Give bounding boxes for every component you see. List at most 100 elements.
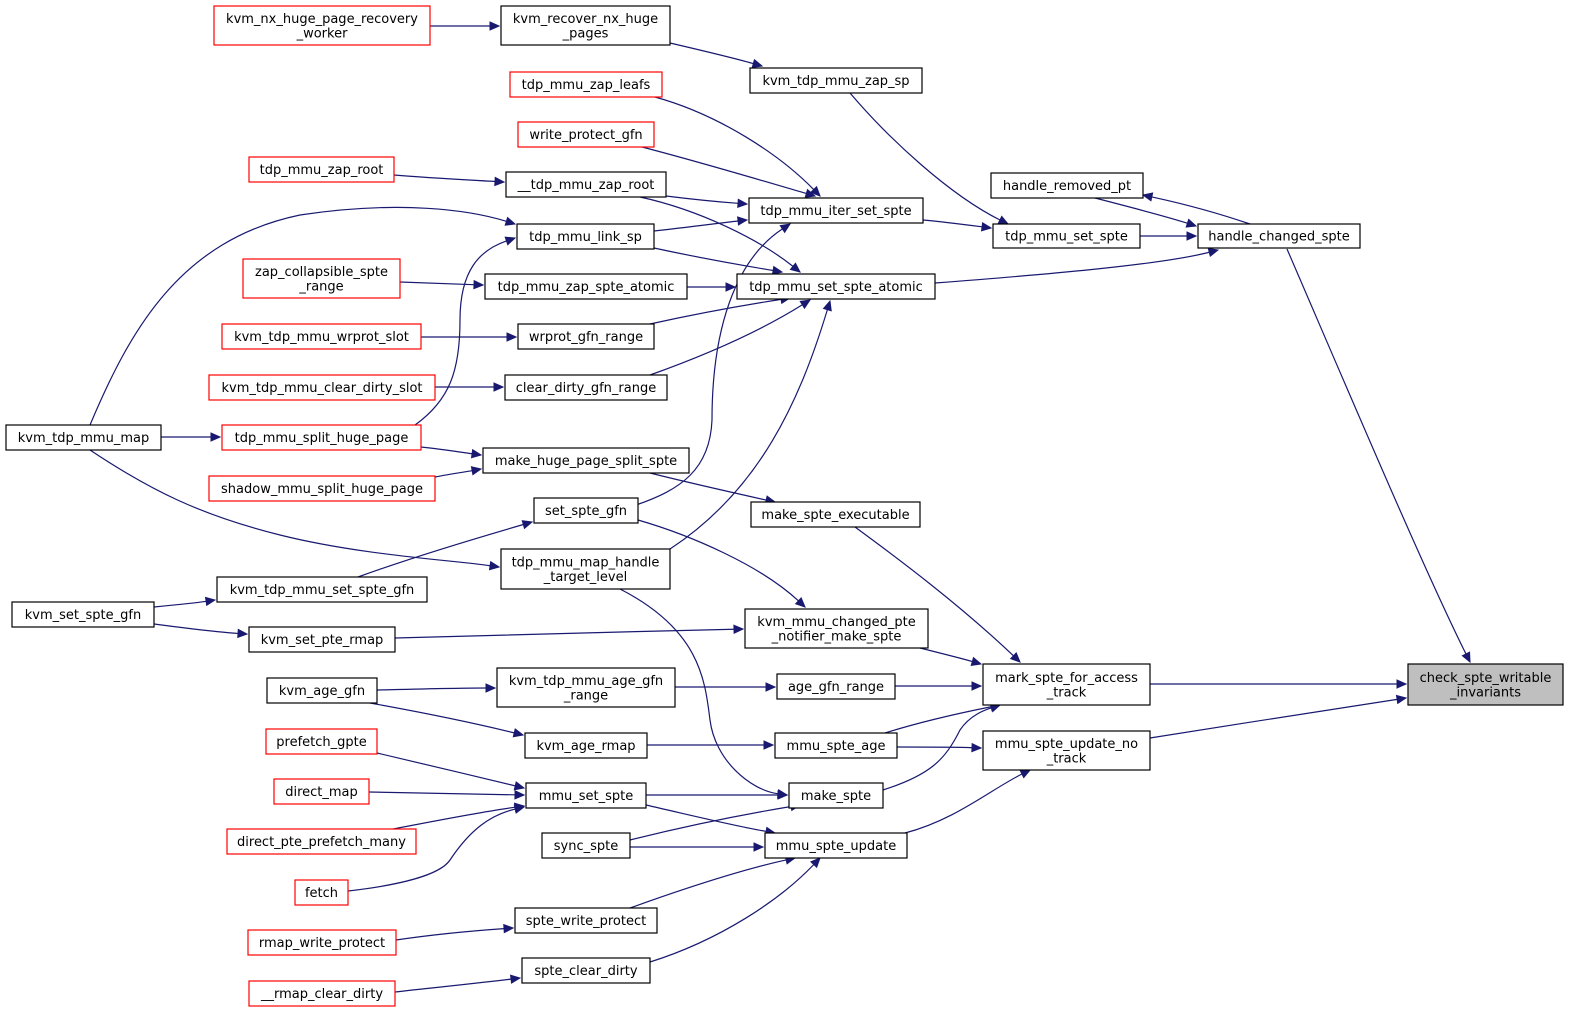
function-node-kvm-tdp-mmu-zap-sp[interactable]: kvm_tdp_mmu_zap_sp <box>749 67 923 94</box>
function-node-handle-changed-spte[interactable]: handle_changed_spte <box>1197 223 1361 249</box>
node-box <box>216 576 428 603</box>
function-node-clear-dirty-gfn-range[interactable]: clear_dirty_gfn_range <box>504 374 668 401</box>
arrowhead-icon <box>513 781 526 791</box>
edge-tdp_mmu_link_sp-to-tdp_mmu_set_spte_atomic <box>653 247 784 276</box>
node-box <box>990 172 1144 199</box>
edge-line <box>89 449 491 567</box>
function-node-direct-pte-prefetch-many[interactable]: direct_pte_prefetch_many <box>226 828 417 855</box>
edge-tdp_mmu_map_handle_target_level-to-tdp_mmu_set_spte_atomic <box>669 299 832 550</box>
node-label-line: kvm_tdp_mmu_age_gfn <box>509 674 663 689</box>
arrowhead-icon <box>753 842 765 852</box>
function-node-tdp-mmu-zap-leafs[interactable]: tdp_mmu_zap_leafs <box>509 71 663 98</box>
edge-kvm_tdp_mmu_map-to-tdp_mmu_split_huge_page <box>161 432 222 442</box>
function-node---rmap-clear-dirty[interactable]: __rmap_clear_dirty <box>248 980 396 1007</box>
function-node-handle-removed-pt[interactable]: handle_removed_pt <box>990 172 1144 199</box>
function-node-kvm-tdp-mmu-clear-dirty-slot[interactable]: kvm_tdp_mmu_clear_dirty_slot <box>208 374 436 401</box>
edge-clear_dirty_gfn_range-to-tdp_mmu_set_spte_atomic <box>649 299 812 376</box>
function-node-mmu-spte-age[interactable]: mmu_spte_age <box>774 732 898 759</box>
node-label-line: _pages <box>562 26 609 41</box>
node-box <box>514 907 658 934</box>
function-node-kvm-tdp-mmu-wrprot-slot[interactable]: kvm_tdp_mmu_wrprot_slot <box>221 323 422 350</box>
function-node-mmu-set-spte[interactable]: mmu_set_spte <box>525 782 647 809</box>
node-label-line: check_spte_writable <box>1420 671 1552 686</box>
function-node-kvm-set-pte-rmap[interactable]: kvm_set_pte_rmap <box>248 626 396 653</box>
edge-kvm_mmu_changed_pte_notifier_make_spte-to-mark_spte_for_access_track <box>919 647 983 666</box>
function-node-make-huge-page-split-spte[interactable]: make_huge_page_split_spte <box>482 447 690 474</box>
node-label-line: spte_write_protect <box>526 914 646 929</box>
node-box <box>517 121 655 148</box>
node-label-line: spte_clear_dirty <box>534 964 637 979</box>
arrowhead-icon <box>794 597 806 608</box>
edge-tdp_mmu_zap_root-to-__tdp_mmu_zap_root <box>393 174 506 187</box>
function-node-fetch[interactable]: fetch <box>294 879 349 906</box>
node-box <box>247 929 397 956</box>
function-node-kvm-tdp-mmu-map[interactable]: kvm_tdp_mmu_map <box>5 424 162 451</box>
edge-line <box>896 746 973 749</box>
function-node-kvm-nx-huge-page-recovery-worker[interactable]: kvm_nx_huge_page_recovery_worker <box>213 5 431 46</box>
function-node-prefetch-gpte[interactable]: prefetch_gpte <box>265 728 378 755</box>
node-box <box>226 828 417 855</box>
function-node-mmu-spte-update-no-track[interactable]: mmu_spte_update_no_track <box>982 730 1151 771</box>
arrowhead-icon <box>506 332 518 342</box>
function-node-tdp-mmu-set-spte[interactable]: tdp_mmu_set_spte <box>992 223 1141 249</box>
function-node-check-spte-writable-invariants[interactable]: check_spte_writable_invariants <box>1407 663 1564 706</box>
function-node-sync-spte[interactable]: sync_spte <box>541 832 631 859</box>
node-box <box>11 601 155 628</box>
node-label-line: _target_level <box>543 570 627 585</box>
edge-line <box>649 304 803 376</box>
function-node-rmap-write-protect[interactable]: rmap_write_protect <box>247 929 397 956</box>
function-node-mark-spte-for-access-track[interactable]: mark_spte_for_access_track <box>982 663 1151 706</box>
function-node-kvm-age-gfn[interactable]: kvm_age_gfn <box>266 677 378 704</box>
function-node-tdp-mmu-zap-root[interactable]: tdp_mmu_zap_root <box>248 156 395 183</box>
function-node-spte-clear-dirty[interactable]: spte_clear_dirty <box>521 957 651 984</box>
function-node-set-spte-gfn[interactable]: set_spte_gfn <box>533 497 639 524</box>
function-node-kvm-set-spte-gfn[interactable]: kvm_set_spte_gfn <box>11 601 155 628</box>
edge-line <box>649 864 815 963</box>
edge-tdp_mmu_set_spte_atomic-to-handle_changed_spte <box>934 247 1220 284</box>
function-node-spte-write-protect[interactable]: spte_write_protect <box>514 907 658 934</box>
node-label-line: tdp_mmu_iter_set_spte <box>760 204 911 219</box>
node-label-line: mmu_spte_update_no <box>995 737 1138 752</box>
arrowhead-icon <box>971 681 983 691</box>
node-box <box>208 374 436 401</box>
function-node-kvm-tdp-mmu-age-gfn-range[interactable]: kvm_tdp_mmu_age_gfn_range <box>496 667 676 708</box>
node-label-line: mmu_spte_age <box>787 739 886 754</box>
function-node-tdp-mmu-iter-set-spte[interactable]: tdp_mmu_iter_set_spte <box>748 197 924 224</box>
edge-line <box>392 806 516 830</box>
edge-kvm_recover_nx_huge_pages-to-kvm_tdp_mmu_zap_sp <box>669 42 764 69</box>
function-node---tdp-mmu-zap-root[interactable]: __tdp_mmu_zap_root <box>505 171 667 198</box>
edge-zap_collapsible_spte_range-to-tdp_mmu_zap_spte_atomic <box>399 279 485 290</box>
function-node-shadow-mmu-split-huge-page[interactable]: shadow_mmu_split_huge_page <box>208 475 436 502</box>
function-node-tdp-mmu-set-spte-atomic[interactable]: tdp_mmu_set_spte_atomic <box>736 273 936 300</box>
arrowhead-icon <box>470 448 483 459</box>
node-label-line: kvm_set_spte_gfn <box>25 608 141 623</box>
function-node-kvm-recover-nx-huge-pages[interactable]: kvm_recover_nx_huge_pages <box>500 5 671 46</box>
edge-kvm_age_rmap-to-mmu_spte_age <box>647 740 775 750</box>
function-node-direct-map[interactable]: direct_map <box>273 778 370 805</box>
function-node-tdp-mmu-split-huge-page[interactable]: tdp_mmu_split_huge_page <box>221 424 422 451</box>
function-node-kvm-tdp-mmu-set-spte-gfn[interactable]: kvm_tdp_mmu_set_spte_gfn <box>216 576 428 603</box>
function-node-mmu-spte-update[interactable]: mmu_spte_update <box>764 832 908 859</box>
function-node-make-spte[interactable]: make_spte <box>788 782 884 809</box>
node-box <box>516 223 655 250</box>
node-label-line: mmu_set_spte <box>539 789 634 804</box>
function-node-kvm-age-rmap[interactable]: kvm_age_rmap <box>524 732 648 759</box>
edge-tdp_mmu_split_huge_page-to-make_huge_page_split_spte <box>420 446 483 459</box>
node-box <box>505 171 667 198</box>
node-label-line: kvm_tdp_mmu_map <box>18 431 149 446</box>
arrowhead-icon <box>489 21 501 31</box>
function-node-wrprot-gfn-range[interactable]: wrprot_gfn_range <box>517 323 655 350</box>
edge-kvm_age_gfn-to-kvm_age_rmap <box>369 702 525 738</box>
function-node-age-gfn-range[interactable]: age_gfn_range <box>776 673 896 700</box>
function-node-make-spte-executable[interactable]: make_spte_executable <box>750 501 921 528</box>
node-label-line: tdp_mmu_set_spte <box>1005 230 1128 245</box>
function-node-kvm-mmu-changed-pte-notifier-make-spte[interactable]: kvm_mmu_changed_pte_notifier_make_spte <box>744 608 929 649</box>
function-node-write-protect-gfn[interactable]: write_protect_gfn <box>517 121 655 148</box>
function-node-zap-collapsible-spte-range[interactable]: zap_collapsible_spte_range <box>242 258 401 299</box>
node-label-line: _worker <box>296 26 348 41</box>
arrowhead-icon <box>488 560 501 571</box>
function-node-tdp-mmu-zap-spte-atomic[interactable]: tdp_mmu_zap_spte_atomic <box>484 273 688 300</box>
function-node-tdp-mmu-map-handle-target-level[interactable]: tdp_mmu_map_handle_target_level <box>500 548 671 590</box>
function-node-tdp-mmu-link-sp[interactable]: tdp_mmu_link_sp <box>516 223 655 250</box>
edge-make_huge_page_split_spte-to-make_spte_executable <box>649 472 777 505</box>
